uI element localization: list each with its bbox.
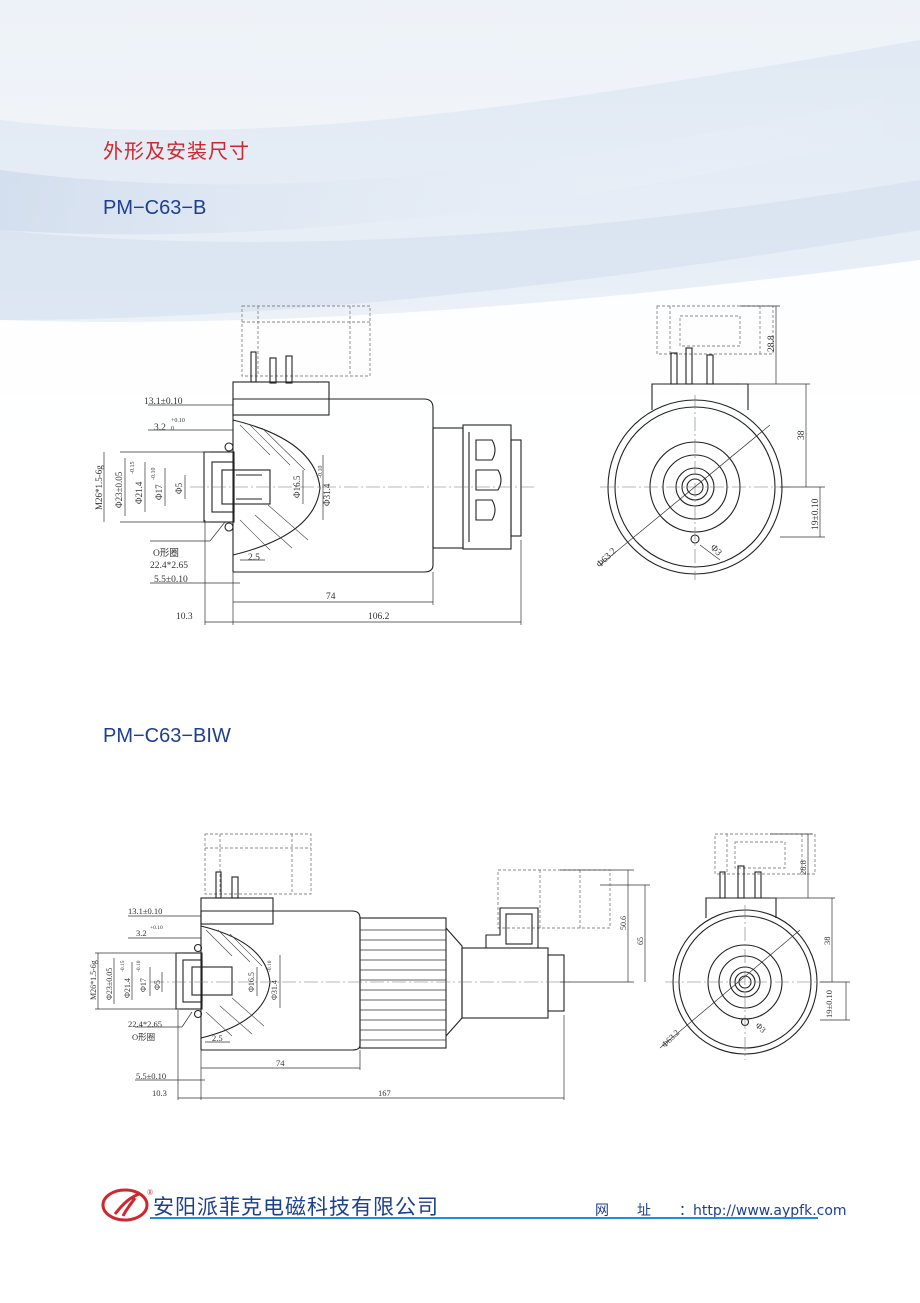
dim-2-m26: M26*1.5-6g [89,960,98,1000]
drawing-pm-c63-b: 13.1±0.10 3.2 +0.10 0 22.4*2.65 O形圈 2.5 … [94,305,825,625]
dim-1-5: Φ5 [174,482,184,494]
dim-2-3: Φ3 [754,1020,768,1034]
dim-1-13: 13.1±0.10 [144,397,183,407]
dim-1-32: 3.2 [154,423,166,433]
dim-2-288: 28.8 [798,860,808,875]
registered-mark: ® [147,1188,153,1197]
dim-1-55: 5.5±0.10 [154,575,188,585]
background-gradient [0,0,920,520]
dim-2-314: Φ31.4 [270,980,279,1000]
dim-2-55: 5.5±0.10 [136,1071,166,1081]
dim-1-17: Φ17 [154,484,164,500]
dim-2-17: Φ17 [139,978,148,992]
model-title-2: PM−C63−BIW [103,725,231,747]
section-title: 外形及安装尺寸 [103,139,250,163]
dim-1-21-tol: -0.15 [130,462,136,475]
dim-2-165: Φ16.5 [247,972,256,992]
dim-2-25: 2.5 [212,1033,223,1043]
dim-1-m26: M26*1.5-6g [94,465,104,510]
dim-2-17-tol: -0.10 [136,960,142,972]
dim-1-288: 28.8 [767,335,777,352]
dim-1-19: 19±0.10 [811,498,821,530]
dim-2-5: Φ5 [153,980,162,990]
dim-1-74: 74 [326,592,336,602]
dim-2-oring: 22.4*2.65 [128,1019,162,1029]
dim-1-23: Φ23±0.05 [114,471,124,508]
website: 网址：http://www.aypfk.com [595,1200,847,1220]
dim-1-oring: 22.4*2.65 [150,561,188,571]
dim-2-506: 50.6 [619,916,628,930]
website-label: 网址 [595,1203,679,1219]
dim-2-13: 13.1±0.10 [128,906,162,916]
company-name: 安阳派菲克电磁科技有限公司 [153,1195,439,1219]
dim-1-32-tol2: 0 [171,426,174,432]
dim-2-21-tol: -0.15 [120,960,126,972]
dim-1-314: Φ31.4 [322,483,332,506]
dim-1-165: Φ16.5 [292,475,302,498]
dim-2-32-tol: +0.10 [150,925,163,931]
dim-1-38: 38 [797,430,807,440]
model-title-1: PM−C63−B [103,197,207,219]
dim-2-632: Φ63.2 [659,1027,681,1049]
dim-2-oring-label: O形圈 [132,1032,155,1042]
dim-1-25: 2.5 [248,553,260,563]
company-logo: ® [101,1188,153,1222]
dim-1-103: 10.3 [176,612,193,622]
dim-2-23: Φ23±0.05 [105,968,114,1000]
dim-2-21: Φ21.4 [123,978,132,998]
dim-2-32: 3.2 [136,928,147,938]
dim-2-314-tol: -0.10 [267,960,273,972]
dim-1-oring-label: O形圈 [153,547,179,559]
dim-1-314-tol: -0.10 [318,466,324,479]
dim-2-65: 65 [636,937,645,945]
website-url[interactable]: http://www.aypfk.com [693,1203,847,1219]
dim-1-17-tol: -0.10 [151,468,157,481]
dim-1-32-tol: +0.10 [171,418,185,424]
dim-2-19: 19±0.10 [824,990,834,1018]
website-sep: ： [679,1203,693,1219]
dim-1-21: Φ21.4 [134,481,144,504]
dim-2-167: 167 [378,1088,391,1098]
dim-1-1062: 106.2 [368,612,390,622]
dim-2-38: 38 [822,937,832,946]
dim-2-74: 74 [276,1058,285,1068]
footer-divider [150,1217,818,1219]
dim-2-103: 10.3 [152,1088,167,1098]
